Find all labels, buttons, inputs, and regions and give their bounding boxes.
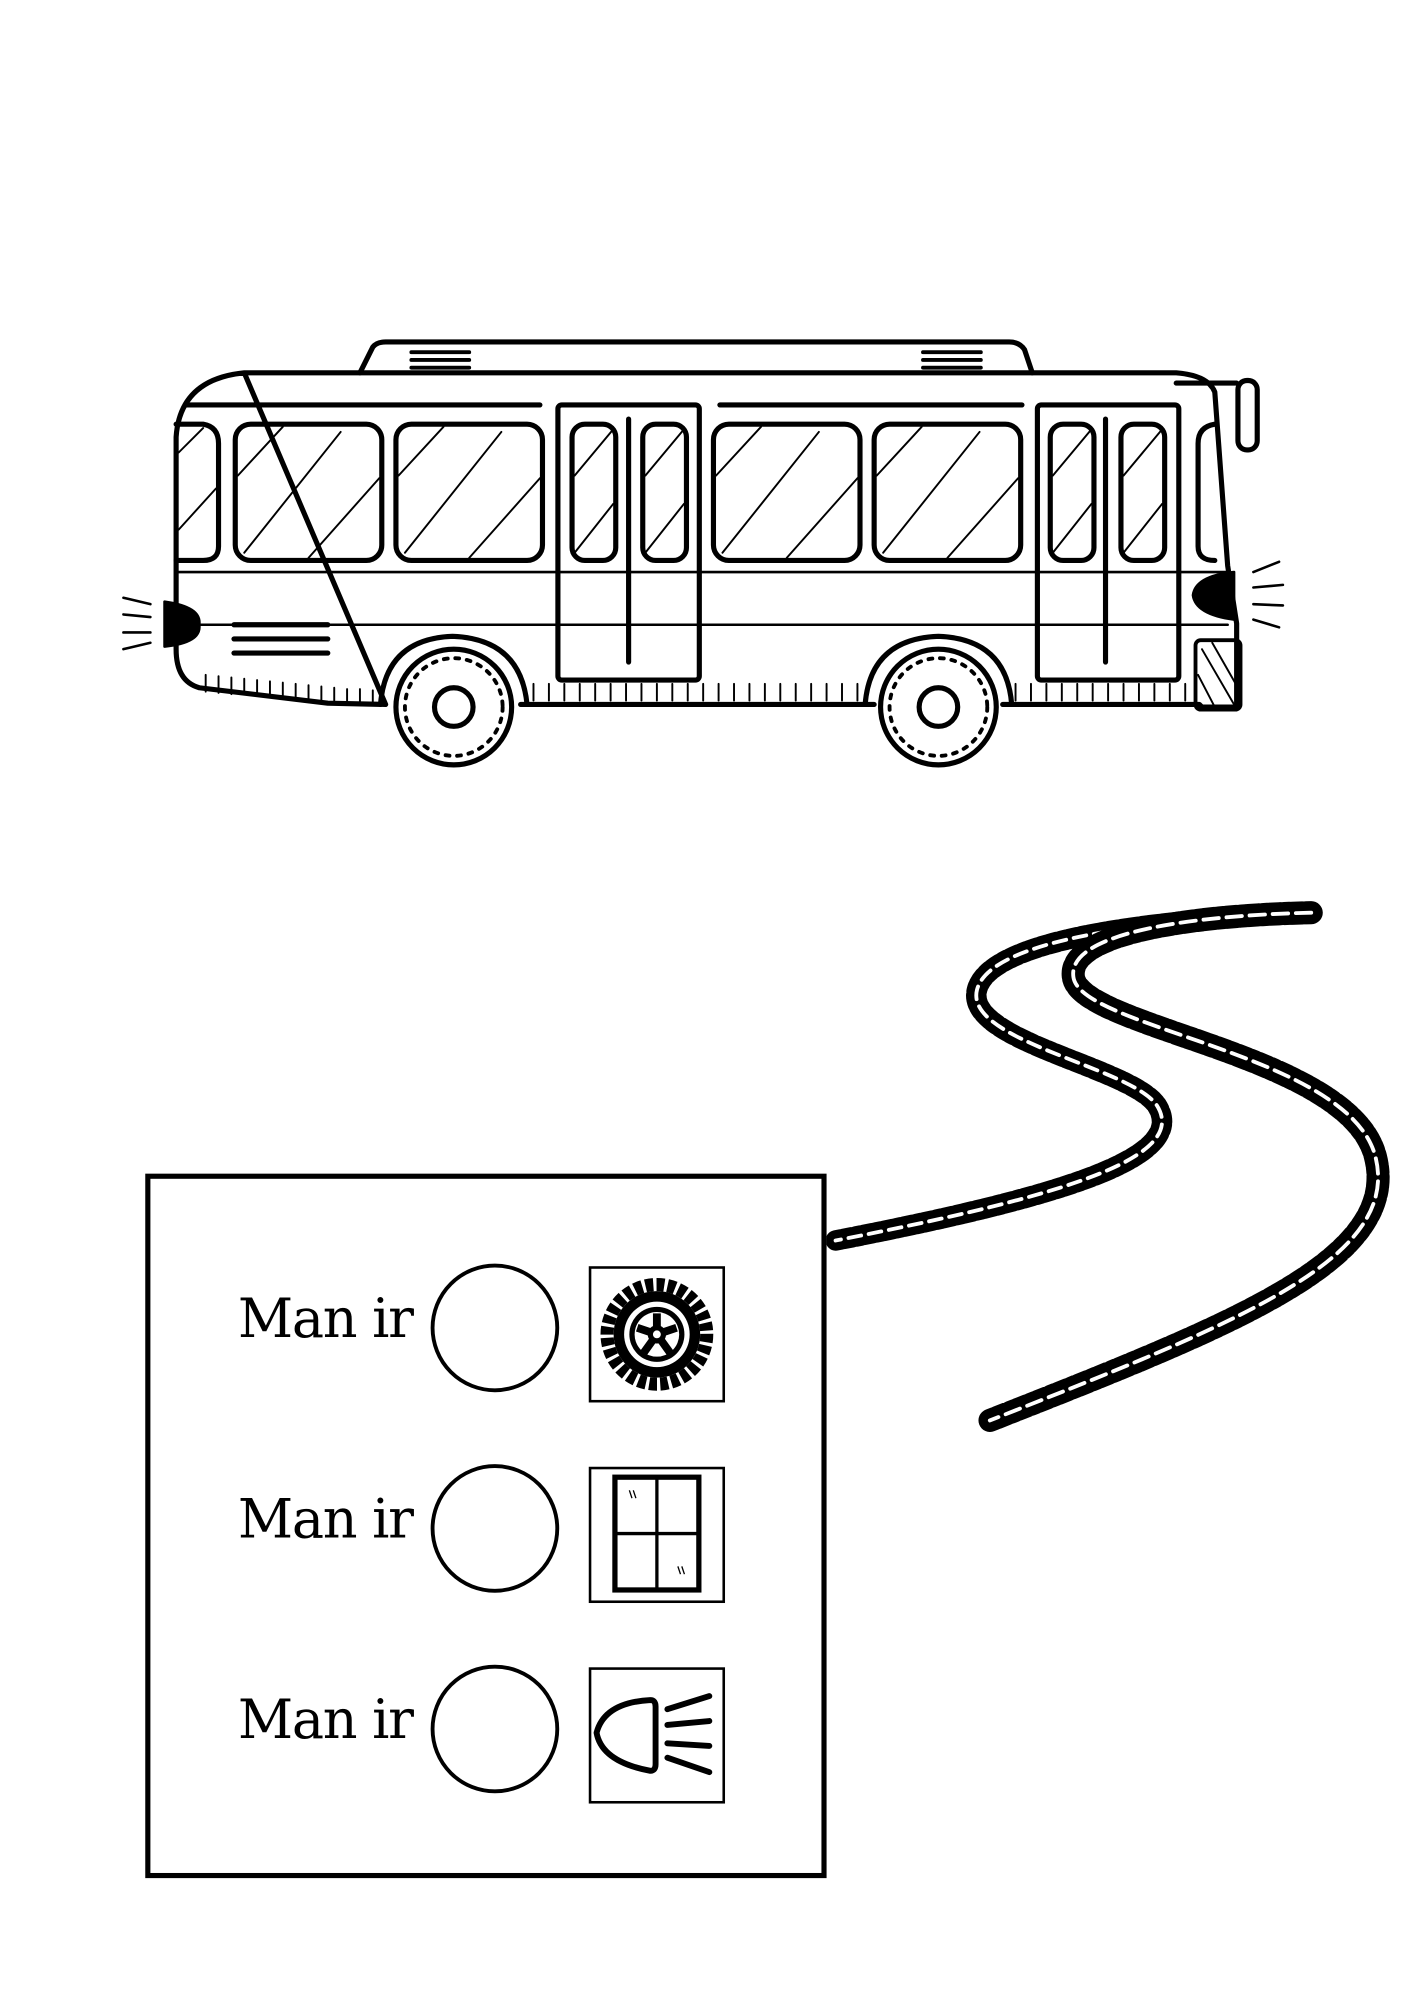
worksheet-row: Man ir <box>150 1263 821 1405</box>
window-icon <box>588 1466 726 1604</box>
answer-circle[interactable] <box>430 1664 560 1794</box>
answer-circle[interactable] <box>430 1464 560 1593</box>
answer-circle[interactable] <box>430 1263 560 1393</box>
wheel-icon <box>588 1266 726 1403</box>
row-label: Man ir <box>237 1487 414 1551</box>
tire-tracks-icon <box>825 901 1390 1433</box>
row-label: Man ir <box>237 1286 414 1350</box>
headlight-icon <box>588 1667 726 1804</box>
matching-worksheet-box: Man ir Man ir Man ir <box>145 1173 827 1879</box>
worksheet-row: Man ir <box>150 1664 821 1806</box>
bus-icon <box>122 339 1285 768</box>
worksheet-row: Man ir <box>150 1464 821 1605</box>
row-label: Man ir <box>237 1687 414 1751</box>
